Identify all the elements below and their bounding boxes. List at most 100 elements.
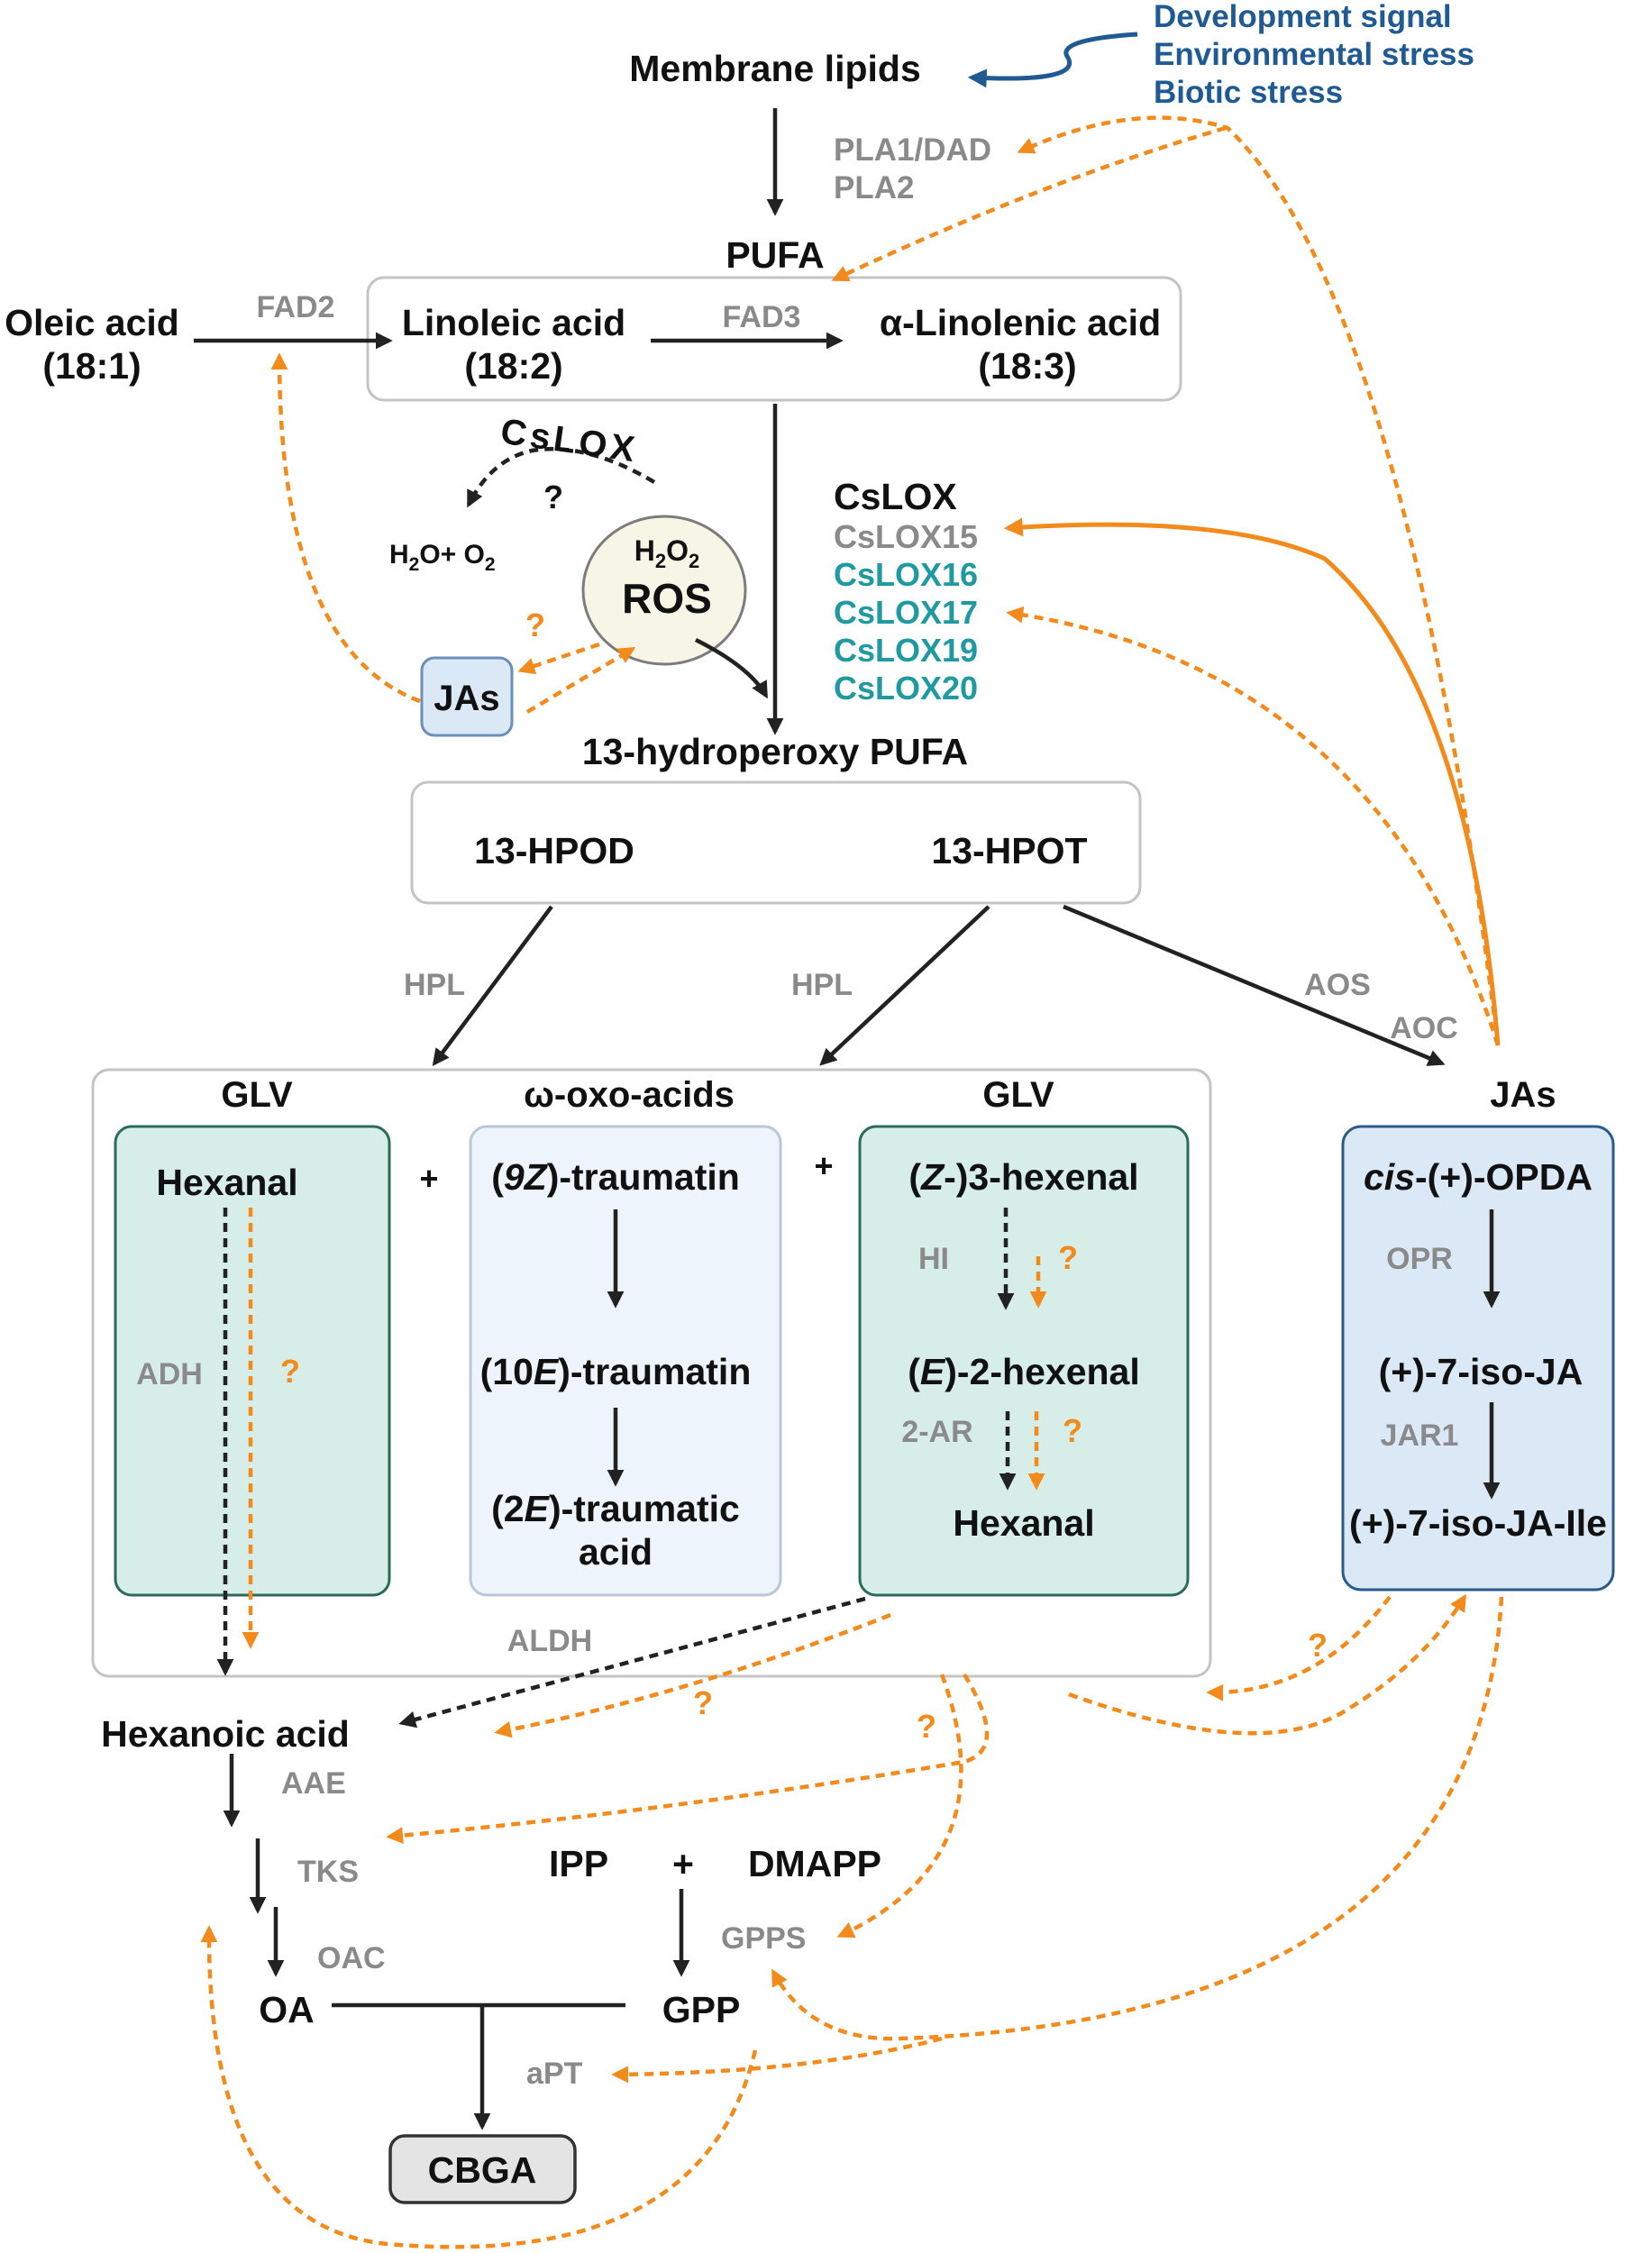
ipp-label: IPP — [549, 1843, 608, 1884]
signal-to-linolenic-arrow — [831, 125, 1227, 282]
ros-to-hydroperoxy-arrow — [694, 637, 768, 699]
traumatic-acid-label: (2E)-traumatic — [491, 1488, 740, 1529]
ros-jas-question: ? — [525, 607, 545, 643]
aldh-label: ALDH — [507, 1624, 592, 1658]
to-oa-orange-arrow — [200, 1925, 758, 2249]
plus-sign-3: + — [672, 1843, 694, 1884]
cslox-ros-dashed-arrow — [466, 446, 656, 508]
cslox-list-title: CsLOX — [834, 476, 957, 517]
ros-ellipse — [581, 515, 747, 666]
hpot-aos-arrow — [1063, 904, 1446, 1066]
fad2-label: FAD2 — [257, 290, 335, 324]
cslox-question: ? — [543, 479, 563, 515]
cis-opda-label: cis-(+)-OPDA — [1364, 1156, 1593, 1198]
signals-list: Development signal Environmental stress … — [1154, 0, 1474, 110]
linolenic-acid-formula: (18:3) — [978, 345, 1076, 387]
to-tks-orange-arrow — [386, 1673, 990, 1845]
traumatin-10e-label: (10E)-traumatin — [480, 1351, 752, 1392]
aldh-dashed-arrow — [398, 1596, 866, 1729]
hexanal-right-label: Hexanal — [953, 1502, 1094, 1544]
membrane-lipids-label: Membrane lipids — [629, 48, 921, 89]
jas-to-ros-arrow — [525, 647, 636, 714]
jas-to-fad2-arrow — [270, 352, 421, 704]
cslox16-label: CsLOX16 — [834, 556, 978, 593]
traumatic-acid-label-line2: acid — [579, 1531, 653, 1573]
oa-label: OA — [259, 1989, 315, 2030]
dmapp-label: DMAPP — [748, 1843, 881, 1884]
glv-hexenal-box — [858, 1125, 1190, 1597]
oleic-acid-label: Oleic acid — [5, 302, 179, 343]
hpot-hpl-arrow — [819, 905, 990, 1066]
e2-hexenal-label: (E)-2-hexenal — [908, 1351, 1139, 1392]
hi-question: ? — [1058, 1239, 1078, 1276]
hydroperoxy-pufa-label: 13-hydroperoxy PUFA — [582, 731, 968, 772]
glv-label-right: GLV — [982, 1075, 1054, 1115]
gpps-label: GPPS — [721, 1921, 806, 1956]
iso-ja-label: (+)-7-iso-JA — [1379, 1351, 1584, 1392]
aae-label: AAE — [281, 1766, 346, 1801]
signal-biotic: Biotic stress — [1154, 75, 1343, 110]
jas-to-glv-orange-arrow — [1206, 1595, 1392, 1701]
2ar-question: ? — [1063, 1412, 1082, 1449]
linolenic-acid-label: α-Linolenic acid — [880, 302, 1161, 343]
gpp-label: GPP — [662, 1989, 741, 2030]
jas-biosynthesis-box — [1341, 1125, 1615, 1592]
jas-to-gpp-orange-arrow — [771, 1596, 1504, 2041]
ros-to-jas-arrow — [517, 642, 600, 675]
glv-to-hexanoic-orange-arrow — [494, 1612, 891, 1738]
cbga-box — [388, 2134, 577, 2204]
jas-label: JAs — [1490, 1075, 1556, 1115]
aoc-label: AOC — [1390, 1011, 1458, 1045]
jas-to-cslox17-arrow — [1006, 606, 1501, 1046]
traumatin-9z-label: (9Z)-traumatin — [491, 1156, 740, 1198]
omega-oxo-acids-box — [469, 1125, 782, 1597]
2ar-label: 2-AR — [901, 1415, 972, 1449]
oac-label: OAC — [317, 1941, 386, 1975]
signal-development: Development signal — [1154, 0, 1452, 34]
jas-to-pla-arrow — [1017, 115, 1501, 1046]
cslox-list: CsLOX CsLOX15 CsLOX16 CsLOX17 CsLOX19 Cs… — [834, 476, 978, 707]
pla2-label: PLA2 — [834, 170, 914, 205]
aos-label: AOS — [1304, 968, 1371, 1002]
z3-hexenal-label: (Z-)3-hexenal — [908, 1156, 1138, 1198]
plus-sign-2: + — [814, 1147, 833, 1184]
to-gpps-orange-arrow — [836, 1674, 963, 1938]
signal-arrow — [967, 32, 1138, 88]
cslox17-label: CsLOX17 — [834, 594, 978, 631]
h2o2-label: H2O2 — [634, 534, 700, 572]
hpl-label-left: HPL — [404, 968, 465, 1002]
oleic-acid-formula: (18:1) — [42, 345, 141, 387]
glv-to-jas-orange-arrow — [1068, 1593, 1466, 1736]
cslox-curved-label: CsLOX — [498, 412, 641, 470]
tks-label: TKS — [297, 1855, 359, 1889]
hpod-hpl-arrow — [432, 905, 553, 1067]
fad3-label: FAD3 — [723, 300, 801, 334]
hexanoic-acid-label: Hexanoic acid — [101, 1713, 350, 1755]
cslox19-label: CsLOX19 — [834, 632, 978, 669]
omega-oxo-acids-label: ω-oxo-acids — [524, 1075, 735, 1115]
adh-label: ADH — [136, 1357, 203, 1391]
pla1-dad-label: PLA1/DAD — [834, 132, 991, 168]
aldh-question: ? — [693, 1684, 713, 1721]
ros-label: ROS — [622, 575, 712, 622]
opr-label: OPR — [1386, 1242, 1453, 1276]
cslox20-label: CsLOX20 — [834, 670, 978, 707]
tks-gpps-question: ? — [917, 1708, 936, 1745]
hi-label: HI — [918, 1242, 949, 1276]
hexanal-left-label: Hexanal — [156, 1162, 297, 1203]
glv-label-left: GLV — [221, 1075, 293, 1115]
adh-question: ? — [280, 1353, 300, 1390]
to-apt-orange-arrow — [611, 2036, 943, 2084]
cslox15-label: CsLOX15 — [834, 518, 978, 555]
signal-environmental: Environmental stress — [1154, 37, 1474, 72]
plus-sign-1: + — [419, 1160, 438, 1197]
iso-ja-ile-label: (+)-7-iso-JA-Ile — [1349, 1502, 1607, 1544]
jas-glv-question: ? — [1308, 1627, 1328, 1664]
cbga-label: CBGA — [428, 2149, 537, 2191]
apt-label: aPT — [526, 2057, 583, 2091]
pufa-label: PUFA — [726, 234, 824, 276]
jas-small-box — [420, 656, 514, 737]
linoleic-acid-formula: (18:2) — [464, 345, 562, 387]
water-oxygen-label: H2O+ O2 — [389, 540, 496, 575]
